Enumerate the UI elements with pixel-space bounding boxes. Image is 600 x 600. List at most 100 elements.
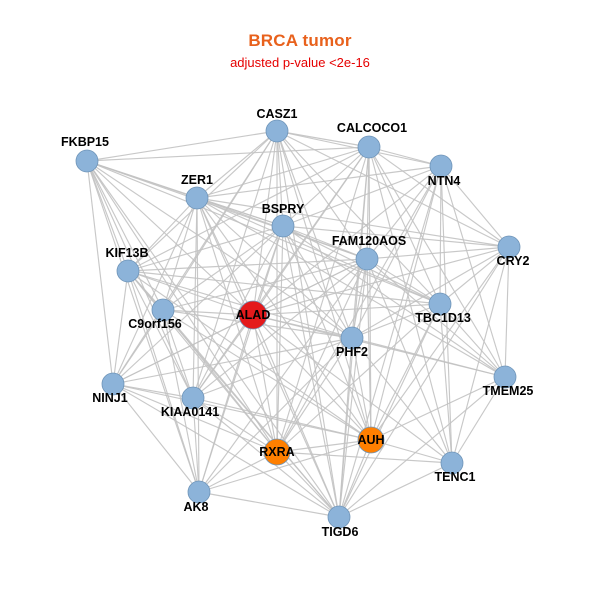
node-ninj1 — [101, 372, 125, 396]
graph-edge — [196, 146, 370, 199]
graph-edge — [86, 160, 129, 272]
graph-edge — [198, 258, 368, 493]
graph-edge — [196, 130, 278, 199]
graph-edge — [252, 165, 442, 316]
node-label-kiaa0141: KIAA0141 — [161, 405, 219, 419]
graph-edge — [112, 225, 284, 385]
graph-edge — [192, 258, 368, 399]
graph-edge — [162, 309, 200, 493]
node-label-casz1: CASZ1 — [257, 107, 298, 121]
node-label-tbc1d13: TBC1D13 — [415, 311, 471, 325]
graph-edge — [276, 303, 441, 453]
node-label-c9orf156: C9orf156 — [128, 317, 182, 331]
graph-edge — [162, 309, 278, 453]
node-auh — [357, 426, 385, 454]
graph-edge — [351, 258, 368, 339]
graph-edge — [192, 130, 278, 399]
graph-edge — [127, 197, 198, 272]
graph-edge — [112, 309, 164, 385]
node-tmem25 — [493, 365, 517, 389]
graph-edge — [112, 383, 278, 453]
node-label-bspry: BSPRY — [262, 202, 305, 216]
node-label-zer1: ZER1 — [181, 173, 213, 187]
node-fkbp15 — [75, 149, 99, 173]
graph-edge — [366, 258, 372, 441]
graph-edge — [338, 376, 506, 518]
graph-edge — [368, 146, 510, 248]
graph-edge — [198, 314, 254, 493]
graph-edge — [440, 165, 453, 464]
graph-edge — [276, 130, 353, 339]
graph-edge — [86, 160, 441, 305]
graph-edge — [276, 258, 368, 453]
graph-edge — [127, 146, 370, 272]
chart-subtitle: adjusted p-value <2e-16 — [230, 55, 370, 70]
graph-edge — [86, 160, 278, 453]
graph-edge — [451, 376, 506, 464]
graph-edge — [196, 197, 254, 316]
graph-edge — [368, 146, 453, 464]
node-phf2 — [340, 326, 364, 350]
graph-edge — [196, 197, 506, 378]
graph-edge — [338, 165, 442, 518]
graph-edge — [252, 314, 453, 464]
node-label-tmem25: TMEM25 — [483, 384, 534, 398]
graph-edge — [370, 165, 442, 441]
graph-edge — [368, 146, 442, 167]
graph-edge — [276, 130, 372, 441]
node-label-fkbp15: FKBP15 — [61, 135, 109, 149]
node-tenc1 — [440, 451, 464, 475]
graph-edge — [276, 130, 368, 260]
graph-edge — [252, 314, 340, 518]
node-label-ninj1: NINJ1 — [92, 391, 127, 405]
graph-edge — [368, 146, 372, 441]
graph-edge — [86, 160, 164, 311]
node-label-ntn4: NTN4 — [428, 174, 461, 188]
node-bspry — [271, 214, 295, 238]
graph-edge — [196, 197, 340, 518]
graph-edge — [196, 197, 278, 453]
node-tigd6 — [327, 505, 351, 529]
graph-edge — [439, 246, 510, 305]
node-kif13b — [116, 259, 140, 283]
node-label-alad: ALAD — [236, 308, 271, 322]
graph-edge — [351, 337, 506, 378]
graph-edge — [439, 303, 506, 378]
graph-edge — [127, 225, 284, 272]
graph-edge — [112, 314, 254, 385]
graph-edge — [162, 225, 284, 311]
graph-edge — [282, 165, 442, 227]
graph-edge — [192, 225, 284, 399]
node-label-tenc1: TENC1 — [435, 470, 476, 484]
graph-edge — [162, 309, 372, 441]
node-rxra — [263, 438, 291, 466]
graph-edge — [338, 337, 353, 518]
graph-edge — [192, 397, 200, 493]
graph-edge — [192, 314, 254, 399]
node-ntn4 — [429, 154, 453, 178]
graph-edge — [338, 439, 372, 518]
node-ak8 — [187, 480, 211, 504]
graph-edge — [504, 246, 510, 378]
graph-edge — [162, 309, 194, 399]
node-label-calcoco1: CALCOCO1 — [337, 121, 407, 135]
graph-edge — [282, 225, 340, 518]
graph-edge — [112, 130, 278, 385]
graph-edge — [252, 246, 510, 316]
graph-edge — [112, 337, 353, 385]
graph-edge — [276, 146, 370, 453]
node-label-cry2: CRY2 — [497, 254, 530, 268]
graph-edge — [351, 337, 453, 464]
graph-edge — [127, 258, 368, 272]
node-cry2 — [497, 235, 521, 259]
graph-edge — [127, 270, 372, 441]
graph-edge — [451, 246, 510, 464]
graph-edge — [282, 225, 510, 248]
graph-edge — [351, 165, 442, 339]
graph-edge — [440, 165, 506, 378]
node-label-ak8: AK8 — [183, 500, 208, 514]
graph-edge — [192, 146, 370, 399]
graph-edge — [112, 383, 372, 441]
node-alad — [238, 300, 268, 330]
